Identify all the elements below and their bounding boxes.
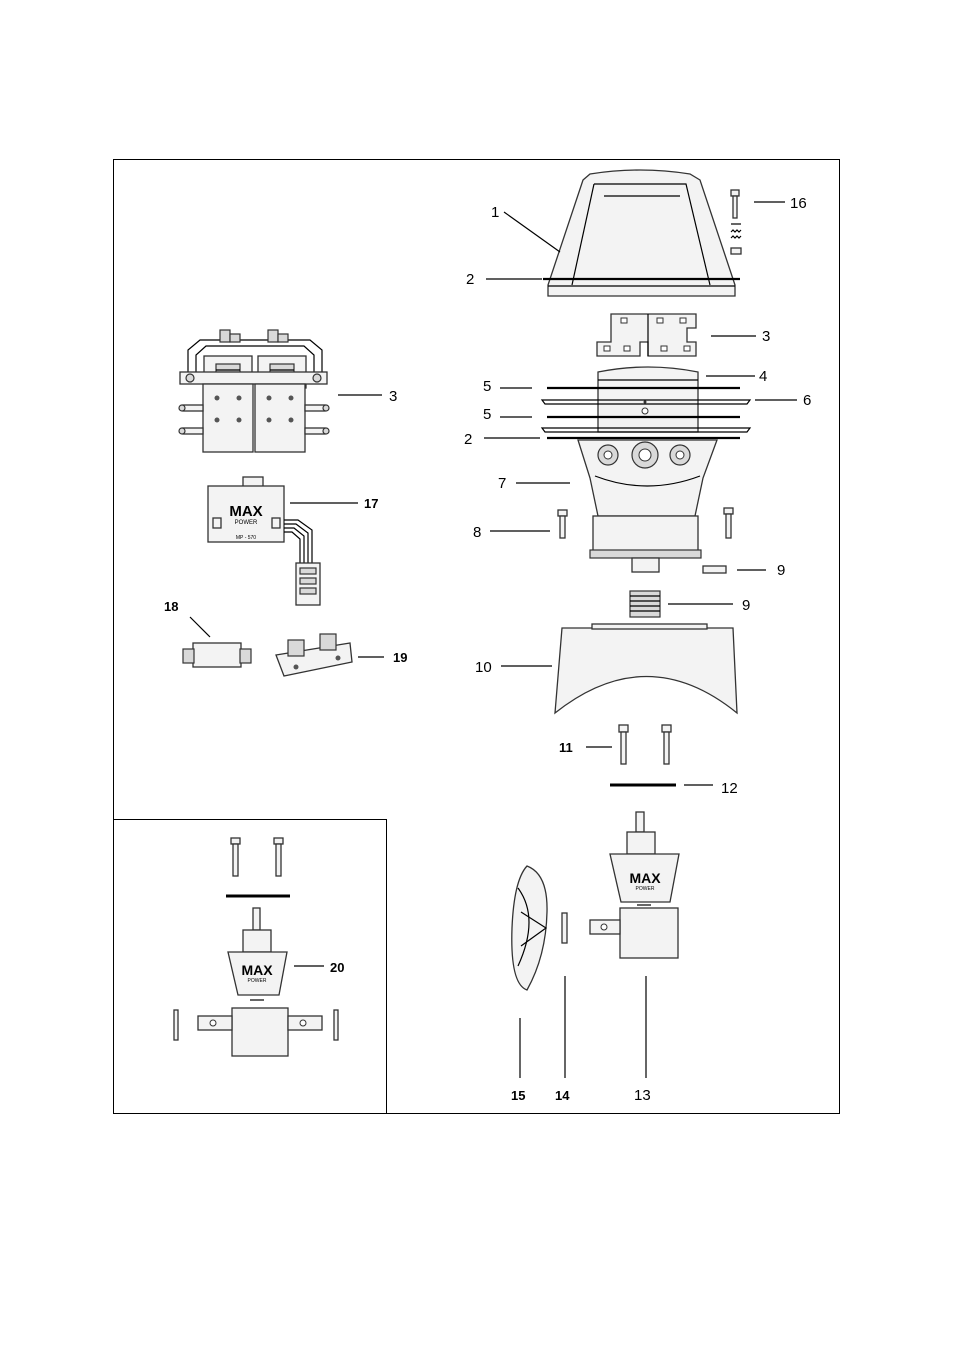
callout-2-upper: 2: [466, 271, 474, 288]
callout-11: 11: [559, 740, 573, 755]
callout-19: 19: [393, 650, 407, 665]
part-3-solenoid-relay: [178, 329, 330, 453]
callout-4: 4: [759, 368, 767, 385]
callout-7: 7: [498, 475, 506, 492]
callout-5-lower: 5: [483, 406, 491, 423]
part-16-screw-and-washers: [730, 189, 742, 255]
logo-sub-module: POWER: [235, 520, 258, 526]
part-13-gearleg: MAX POWER: [589, 811, 680, 959]
part-6-gasket-plate: [540, 399, 752, 405]
callout-14: 14: [555, 1088, 570, 1103]
part-9-coupling: [629, 590, 661, 618]
callout-20: 20: [330, 960, 344, 975]
logo-text-leg-20: MAX: [241, 962, 273, 978]
part-1-cover: [543, 169, 740, 297]
callout-1: 1: [491, 204, 499, 221]
part-3-mounting-bracket: [596, 313, 697, 357]
callout-16: 16: [790, 195, 807, 212]
logo-sub-leg-13: POWER: [636, 886, 655, 892]
callout-5-upper: 5: [483, 378, 491, 395]
callout-3-bracket: 3: [762, 328, 770, 345]
callout-18: 18: [164, 599, 178, 614]
callout-17: 17: [364, 496, 378, 511]
part-8-screws: [557, 507, 734, 539]
diagram-frame: [113, 159, 840, 1114]
part-20-gearleg-assembly: MAX POWER: [173, 837, 339, 1057]
module-code: MP - 570: [236, 535, 256, 541]
callout-9-key: 9: [777, 562, 785, 579]
part-14-washer: [561, 912, 568, 944]
part-18-fuse: [182, 642, 252, 668]
part-11-bolts: [618, 724, 672, 765]
callout-labels: 1 2 16 3 4 5 6 5 2 7 8 9 9 10 11 12 3 17…: [164, 195, 811, 1104]
part-15-propeller: [511, 865, 548, 991]
callout-2-lower: 2: [464, 431, 472, 448]
callout-13: 13: [634, 1087, 651, 1104]
part-10-fairing: [554, 623, 738, 715]
logo-text-module: MAX: [229, 503, 262, 520]
callout-12: 12: [721, 780, 738, 797]
callout-10: 10: [475, 659, 492, 676]
callout-15: 15: [511, 1088, 525, 1103]
part-2-seal-lower: [540, 427, 752, 440]
part-17-control-module: MAX POWER MP - 570: [207, 476, 321, 606]
part-19-fuse-holder: [275, 633, 353, 677]
leader-lines: [189, 201, 797, 1078]
part-9-key: [702, 565, 727, 574]
part-7-terminal-base: [577, 439, 718, 573]
inset-frame-part-20: [113, 819, 387, 1114]
callout-8: 8: [473, 524, 481, 541]
logo-sub-leg-20: POWER: [248, 978, 267, 984]
callout-6: 6: [803, 392, 811, 409]
callout-3-relay: 3: [389, 388, 397, 405]
callout-9-coupling: 9: [742, 597, 750, 614]
logo-text-leg-13: MAX: [629, 870, 661, 886]
